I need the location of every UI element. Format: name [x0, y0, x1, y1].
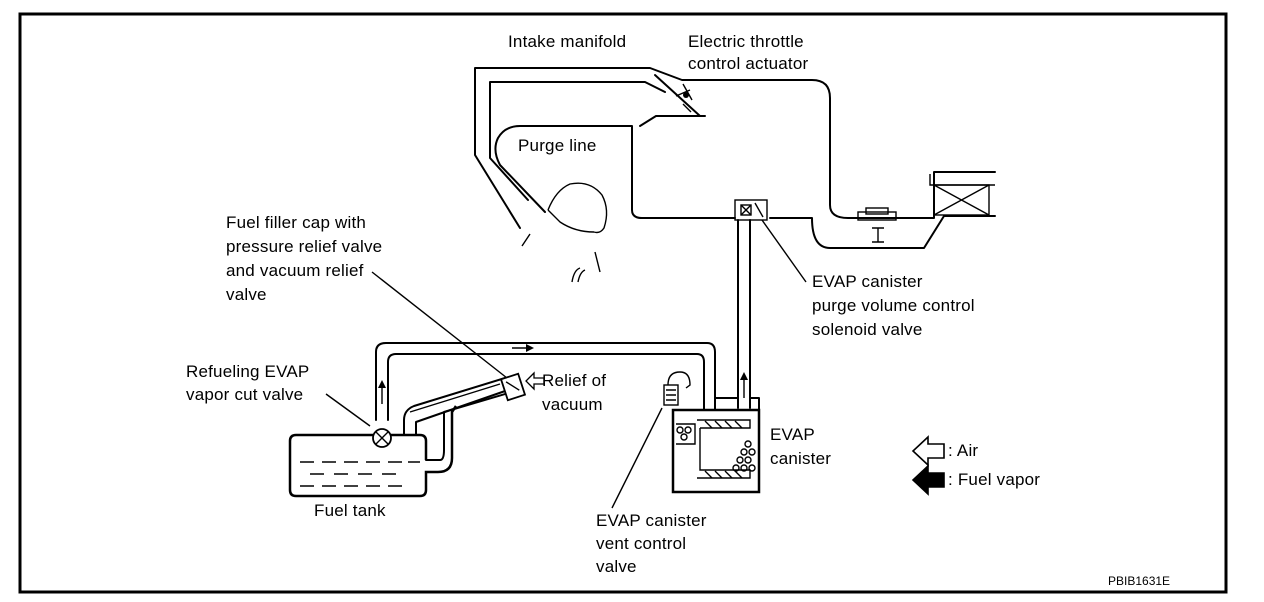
label-refuel-line2: vapor cut valve [186, 385, 304, 404]
label-vent-line1: EVAP canister [596, 511, 707, 530]
hollow-arrow-left-icon [911, 435, 945, 467]
label-throttle-line2: control actuator [688, 54, 809, 73]
label-relief-line1: Relief of [542, 371, 607, 390]
label-vent-line3: valve [596, 557, 637, 576]
fuel-tank [288, 271, 545, 498]
purge-solenoid-valve [734, 199, 807, 409]
label-fuel-tank: Fuel tank [314, 501, 386, 520]
label-filler-line1: Fuel filler cap with [226, 213, 367, 232]
vent-control-valve [611, 371, 691, 509]
label-purge-line: Purge line [518, 136, 597, 155]
vapor-line [375, 342, 716, 421]
label-throttle-line1: Electric throttle [688, 32, 804, 51]
label-canister-line1: EVAP [770, 425, 815, 444]
label-filler-line2: pressure relief valve [226, 237, 383, 256]
hand-sketch [521, 182, 608, 283]
label-solenoid-line1: EVAP canister [812, 272, 923, 291]
label-vent-line2: vent control [596, 534, 687, 553]
label-solenoid-line2: purge volume control [812, 296, 975, 315]
intake-manifold [474, 67, 996, 249]
legend-air: : Air [948, 441, 979, 460]
figure-frame [18, 12, 1228, 594]
legend-fuel-vapor: : Fuel vapor [948, 470, 1041, 489]
solid-arrow-left-icon [911, 464, 945, 496]
figure-id: PBIB1631E [1108, 574, 1171, 588]
evap-canister [671, 397, 761, 494]
label-canister-line2: canister [770, 449, 832, 468]
label-filler-line3: and vacuum relief [226, 261, 364, 280]
label-solenoid-line3: solenoid valve [812, 320, 923, 339]
label-intake-manifold: Intake manifold [508, 32, 627, 51]
label-refuel-line1: Refueling EVAP [186, 362, 310, 381]
label-relief-line2: vacuum [542, 395, 603, 414]
label-filler-line4: valve [226, 285, 267, 304]
